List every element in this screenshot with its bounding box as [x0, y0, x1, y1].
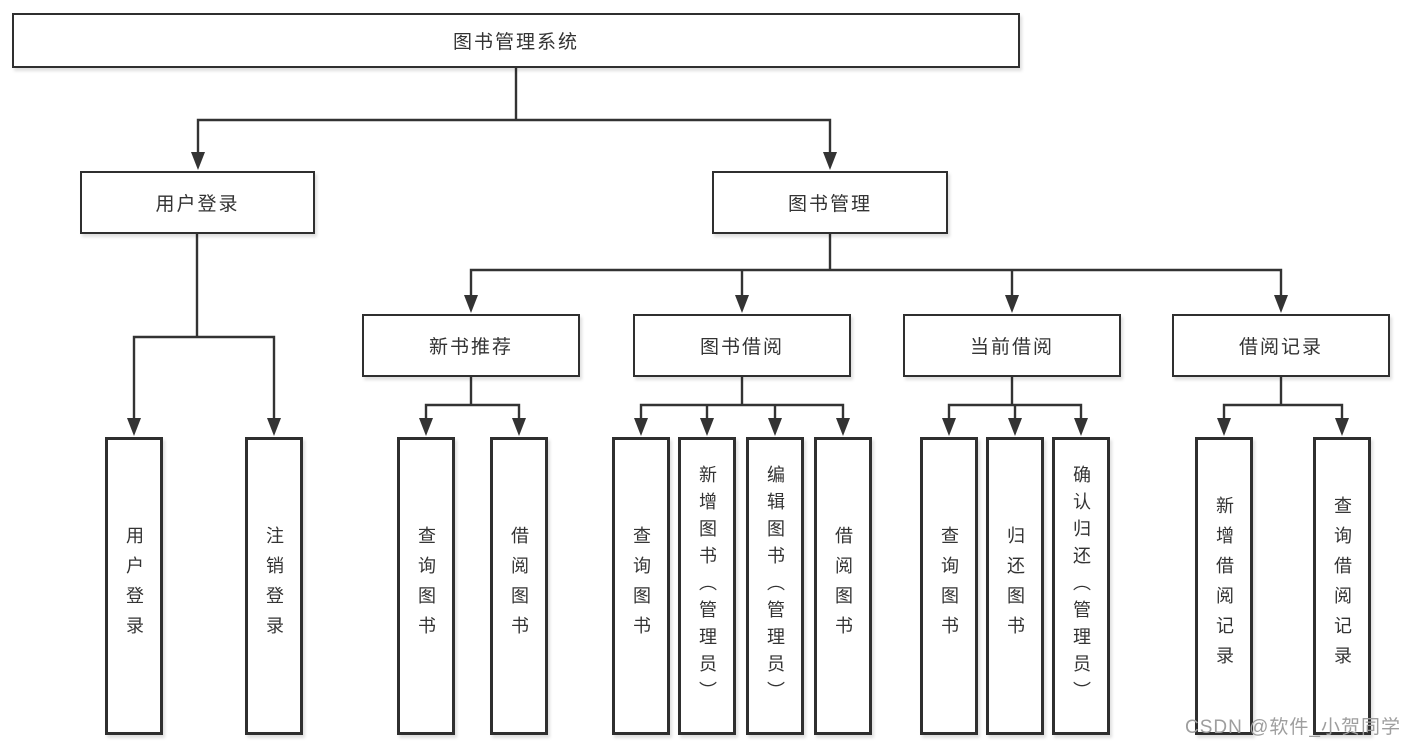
node-label: 借阅图书 [833, 526, 853, 646]
node-borrow-books-leaf: 借阅图书 [814, 437, 872, 735]
node-label: 新增图书（管理员） [697, 464, 717, 708]
node-user-login-leaf: 用户登录 [105, 437, 163, 735]
node-confirm-return-admin: 确认归还（管理员） [1052, 437, 1110, 735]
connector-root-to-level2 [191, 68, 837, 170]
node-label: 注销登录 [264, 526, 284, 646]
connector-borrow-record-children [1217, 377, 1349, 436]
csdn-watermark: CSDN @软件_小贺同学 [1185, 717, 1401, 738]
node-label: 确认归还（管理员） [1071, 464, 1091, 708]
node-label: 查询借阅记录 [1332, 496, 1352, 676]
node-label: 查询图书 [631, 526, 651, 646]
connector-new-book-rec-children [419, 377, 526, 436]
node-borrow-record: 借阅记录 [1172, 314, 1390, 377]
node-current-borrow: 当前借阅 [903, 314, 1121, 377]
connector-current-borrow-children [942, 377, 1088, 436]
node-new-book-rec: 新书推荐 [362, 314, 580, 377]
node-root-system: 图书管理系统 [12, 13, 1020, 68]
node-label: 编辑图书（管理员） [765, 464, 785, 708]
node-book-borrow: 图书借阅 [633, 314, 851, 377]
node-query-books-rec: 查询图书 [397, 437, 455, 735]
node-label: 查询图书 [416, 526, 436, 646]
node-return-books: 归还图书 [986, 437, 1044, 735]
node-add-books-admin: 新增图书（管理员） [678, 437, 736, 735]
node-logout: 注销登录 [245, 437, 303, 735]
node-label: 归还图书 [1005, 526, 1025, 646]
node-edit-books-admin: 编辑图书（管理员） [746, 437, 804, 735]
node-add-borrow-record: 新增借阅记录 [1195, 437, 1253, 735]
connector-book-mgmt-children [464, 234, 1288, 313]
node-label: 新增借阅记录 [1214, 496, 1234, 676]
node-label: 查询图书 [939, 526, 959, 646]
node-label: 借阅图书 [509, 526, 529, 646]
node-query-borrow-record: 查询借阅记录 [1313, 437, 1371, 735]
node-borrow-books-rec: 借阅图书 [490, 437, 548, 735]
connector-book-borrow-children [634, 377, 850, 436]
node-query-books-current: 查询图书 [920, 437, 978, 735]
node-label: 用户登录 [124, 526, 144, 646]
node-book-mgmt: 图书管理 [712, 171, 948, 234]
node-user-login: 用户登录 [80, 171, 315, 234]
node-query-books-borrow: 查询图书 [612, 437, 670, 735]
connector-user-login-children [127, 234, 281, 436]
